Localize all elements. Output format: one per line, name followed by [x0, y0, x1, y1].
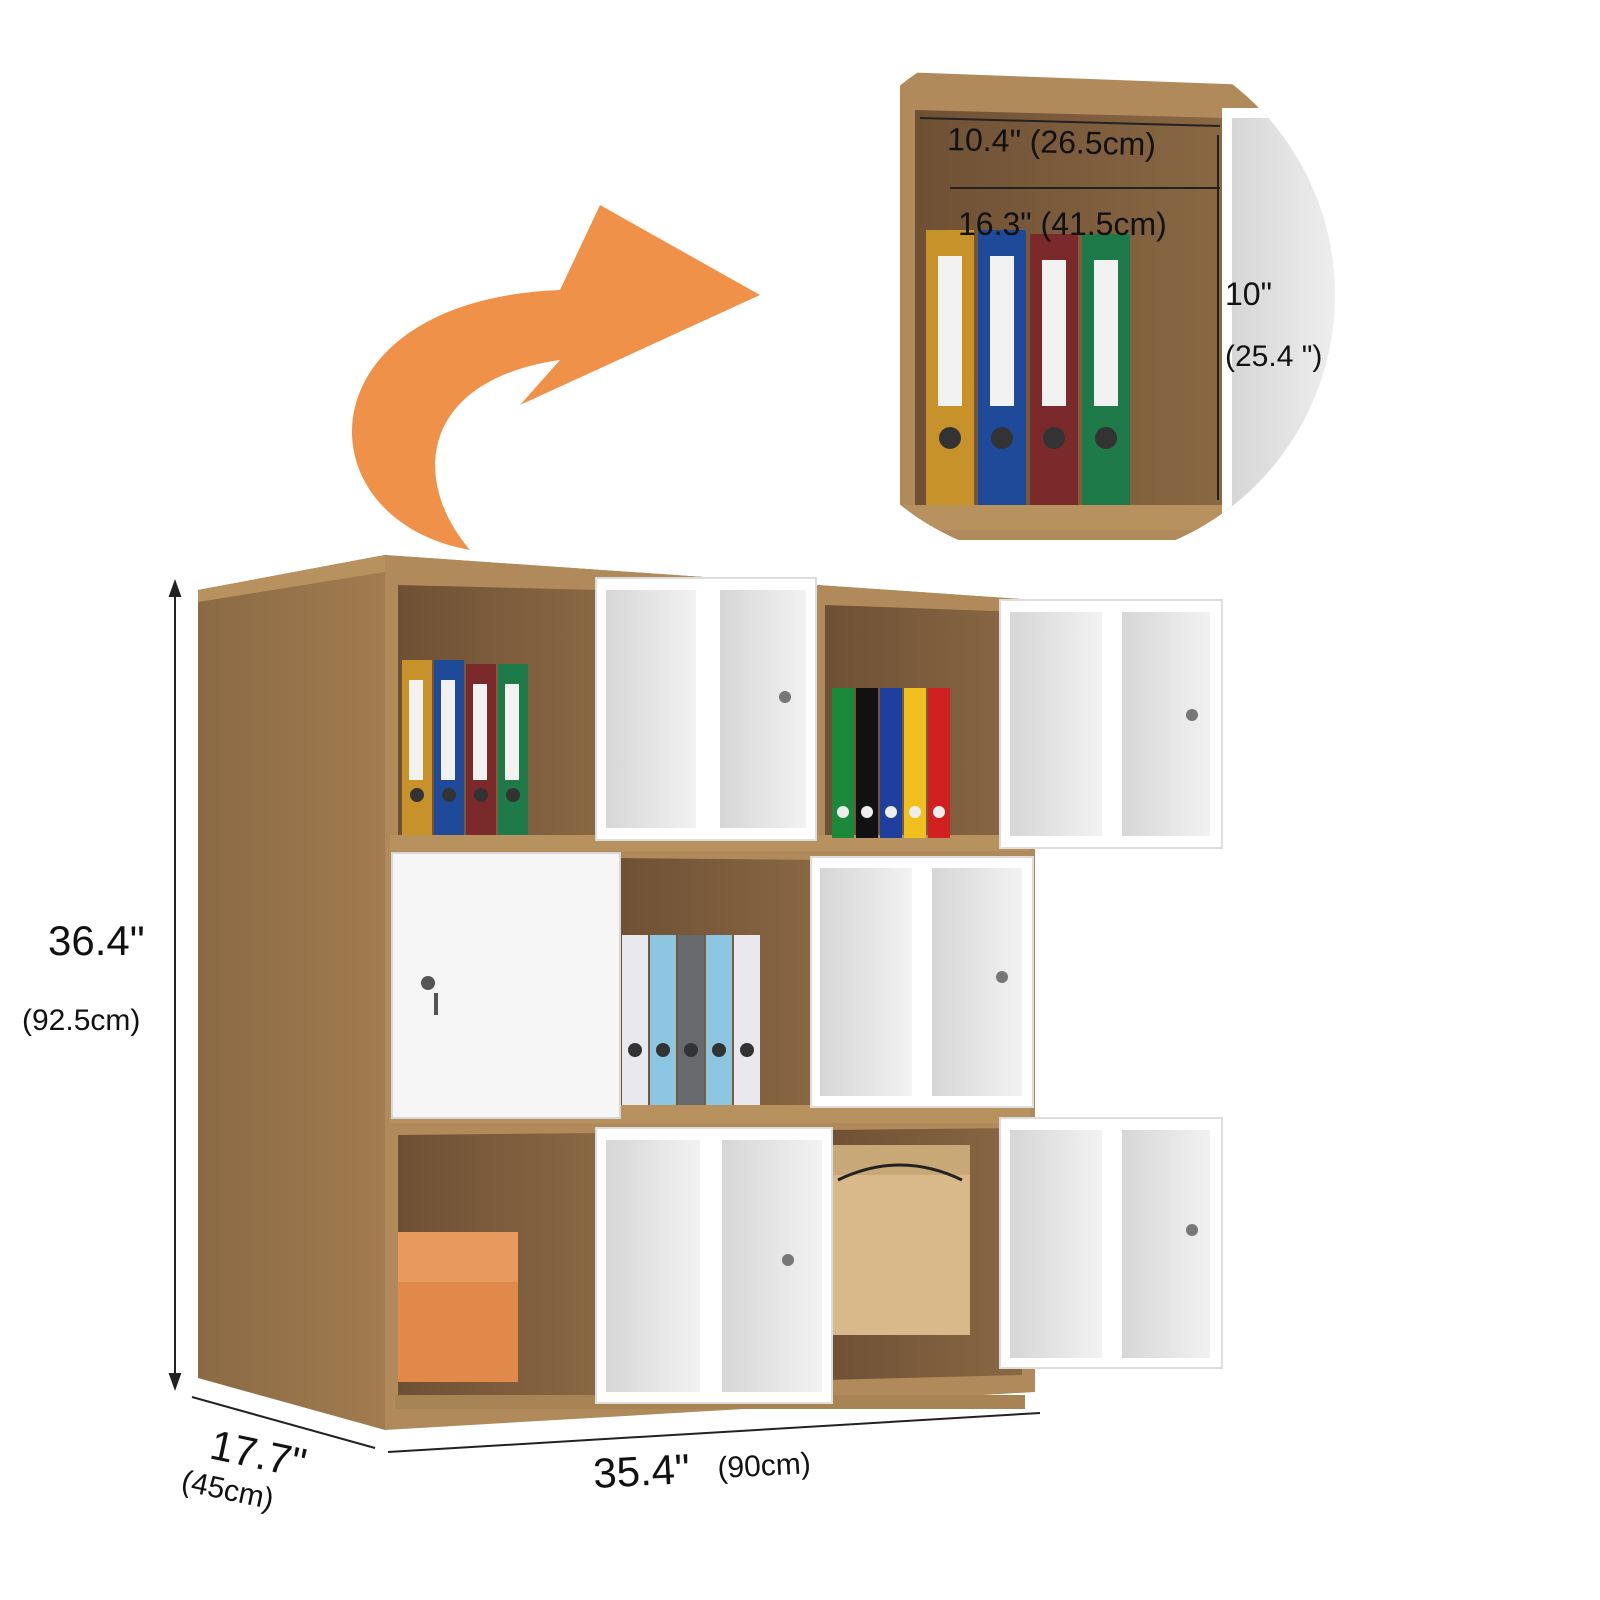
- compartment-height-cm-label: (25.4 "): [1225, 340, 1322, 373]
- height-cm-label: (92.5cm): [22, 1004, 140, 1037]
- arrow-icon: [351, 205, 760, 550]
- compartment-depth-label: 16.3" (41.5cm): [958, 206, 1167, 242]
- storage-boxes: [398, 1145, 970, 1382]
- binders-middle: [622, 935, 760, 1105]
- height-inches-label: 36.4": [48, 917, 145, 964]
- width-inches-label: 35.4": [592, 1445, 691, 1497]
- width-cm-label: (90cm): [717, 1447, 812, 1485]
- zoom-detail: 10.4" (26.5cm) 16.3" (41.5cm) 10" (25.4 …: [797, 25, 1337, 565]
- open-doors: [595, 577, 1223, 1404]
- cabinet-side-panel: [198, 555, 385, 1430]
- compartment-height-inches-label: 10": [1225, 276, 1272, 312]
- zoom-binders: [926, 230, 1130, 505]
- cabinet: [198, 555, 1223, 1430]
- binders-top-right: [832, 688, 950, 838]
- binders-top-left: [402, 660, 528, 835]
- compartment-width-label: 10.4" (26.5cm): [947, 121, 1157, 162]
- closed-door: [391, 852, 621, 1119]
- dimension-lines: [168, 579, 1041, 1453]
